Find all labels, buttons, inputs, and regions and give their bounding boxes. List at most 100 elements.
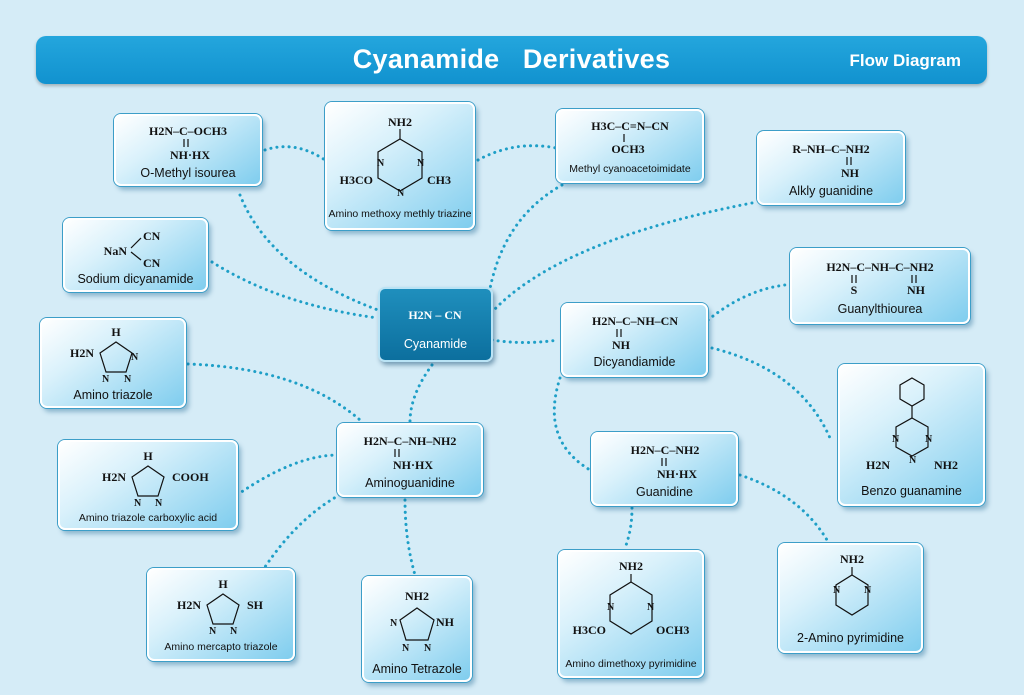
svg-text:NH·HX: NH·HX (170, 148, 210, 162)
svg-text:H2N–C–NH–C–NH2: H2N–C–NH–C–NH2 (826, 260, 933, 274)
structure-amino-pyrimidine: NH2 N N (833, 552, 872, 616)
svg-text:R–NH–C–NH2: R–NH–C–NH2 (792, 142, 869, 156)
svg-text:H2N–C–NH–NH2: H2N–C–NH–NH2 (364, 434, 457, 448)
label-dicyandiamide: Dicyandiamide (593, 355, 676, 369)
svg-text:H3CO: H3CO (573, 623, 606, 637)
svg-text:CH3: CH3 (427, 173, 451, 187)
node-cyanamide: H2N – CN Cyanamide (378, 287, 493, 362)
svg-text:CN: CN (143, 229, 161, 243)
node-amino-triazole-carboxylic-acid: H H2N COOH N N Amino triazole carboxylic… (58, 440, 238, 530)
label-imidate: Methyl cyanoacetoimidate (569, 163, 691, 175)
svg-text:NaN: NaN (104, 244, 128, 258)
svg-text:NH2: NH2 (840, 552, 864, 566)
label-guanidine: Guanidine (636, 485, 693, 499)
svg-text:N: N (102, 374, 110, 385)
connector-alkylguanidine-cyanamide (490, 201, 754, 314)
structure-dicyandiamide: H2N–C–NH–CN NH (592, 314, 678, 352)
label-triazine: Amino methoxy methly triazine (328, 208, 472, 220)
connector-aminoguanidine-carboxylic (235, 453, 340, 497)
svg-text:N: N (397, 188, 405, 199)
svg-text:H: H (218, 577, 228, 591)
svg-text:N: N (134, 498, 142, 509)
svg-text:H2N: H2N (177, 598, 201, 612)
svg-text:S: S (851, 283, 858, 297)
svg-text:H: H (111, 325, 121, 339)
svg-text:N: N (925, 434, 933, 445)
svg-text:NH2: NH2 (388, 115, 412, 129)
svg-text:N: N (417, 158, 425, 169)
structure-guanidine: H2N–C–NH2 NH·HX (631, 443, 700, 481)
node-benzo-guanamine: H2N NH2 N N N Benzo guanamine (838, 364, 985, 506)
svg-text:N: N (424, 643, 432, 654)
structure-benzo-guanamine: H2N NH2 N N N (866, 377, 958, 472)
svg-text:H2N: H2N (866, 458, 890, 472)
svg-text:N: N (607, 602, 615, 613)
node-sodium-dicyanamide: NaN CN CN Sodium dicyanamide (63, 218, 208, 292)
label-o-methyl-isourea: O-Methyl isourea (140, 166, 236, 180)
node-alkyl-guanidine: R–NH–C–NH2 NH Alkly guanidine (757, 131, 905, 205)
connector-aminoguanidine-mercapto (263, 490, 347, 569)
structure-mercapto: H H2N SH N N (177, 577, 264, 637)
label-alkyl-guanidine: Alkly guanidine (788, 184, 874, 198)
structure-carboxylic: H H2N COOH N N (102, 449, 209, 509)
label-amino-pyrimidine: 2-Amino pyrimidine (797, 631, 904, 645)
node-2-amino-pyrimidine: NH2 N N 2-Amino pyrimidine (778, 543, 923, 653)
svg-text:N: N (131, 352, 139, 363)
node-amino-methoxy-methyl-triazine: NH2 H3CO CH3 N N N Amino methoxy methly … (325, 102, 475, 230)
connector-dicyandiamide-guanidine (552, 376, 592, 472)
connector-dicyanamide-cyanamide (210, 260, 380, 320)
structure-tetrazole: NH2 NH N N N (390, 589, 455, 654)
svg-text:N: N (209, 626, 217, 637)
label-guanylthiourea: Guanylthiourea (837, 302, 923, 316)
connector-cyanamide-aminoguanidine (408, 363, 434, 424)
page-subtitle: Flow Diagram (849, 51, 961, 70)
svg-text:CN: CN (143, 256, 161, 270)
label-dimethoxy-pyrimidine: Amino dimethoxy pyrimidine (565, 658, 697, 670)
label-mercapto: Amino mercapto triazole (164, 641, 278, 653)
label-sodium-dicyanamide: Sodium dicyanamide (77, 272, 194, 286)
svg-text:NH: NH (907, 283, 926, 297)
node-amino-tetrazole: NH2 NH N N N Amino Tetrazole (362, 576, 472, 682)
connector-dicyandiamide-benzoguanamine (710, 346, 832, 440)
node-guanylthiourea: H2N–C–NH–C–NH2 S NH Guanylthiourea (790, 248, 970, 324)
connector-cyanamide-dicyandiamide (490, 338, 560, 344)
svg-text:N: N (864, 585, 872, 596)
svg-text:NH·HX: NH·HX (393, 458, 433, 472)
connector-aminoguanidine-tetrazole (403, 498, 417, 577)
node-o-methyl-isourea: H2N–C–OCH3 NH·HX O-Methyl isourea (114, 114, 262, 186)
connector-dicyandiamide-guanylthiourea (706, 283, 787, 322)
svg-text:NH: NH (841, 166, 860, 180)
structure-dicyanamide: NaN CN CN (104, 229, 161, 270)
svg-text:N: N (155, 498, 163, 509)
svg-text:H2N: H2N (70, 346, 94, 360)
svg-text:NH2: NH2 (405, 589, 429, 603)
title-banner: Cyanamide Derivatives Flow Diagram (36, 36, 987, 84)
svg-text:N: N (377, 158, 385, 169)
connector-guanidine-dimethoxy (623, 506, 634, 550)
node-dicyandiamide: H2N–C–NH–CN NH Dicyandiamide (561, 303, 708, 377)
svg-text:H2N–C–NH–CN: H2N–C–NH–CN (592, 314, 678, 328)
label-cyanamide: Cyanamide (403, 337, 468, 351)
svg-text:SH: SH (247, 598, 264, 612)
svg-text:COOH: COOH (172, 470, 209, 484)
svg-text:H2N–C–NH2: H2N–C–NH2 (631, 443, 700, 457)
structure-aminoguanidine: H2N–C–NH–NH2 NH·HX (364, 434, 457, 472)
svg-text:H3C–C=N–CN: H3C–C=N–CN (591, 119, 669, 133)
svg-text:H3CO: H3CO (340, 173, 373, 187)
label-amino-triazole: Amino triazole (73, 388, 153, 402)
structure-guanylthiourea: H2N–C–NH–C–NH2 S NH (826, 260, 933, 297)
structure-dimethoxy-pyrimidine: NH2 H3CO OCH3 N N (573, 559, 690, 637)
structure-amino-triazole: H H2N N N N (70, 325, 139, 385)
svg-text:OCH3: OCH3 (611, 142, 644, 156)
connector-imidate-cyanamide (486, 183, 564, 302)
page-title: Cyanamide Derivatives (352, 44, 671, 74)
svg-text:H2N: H2N (102, 470, 126, 484)
node-amino-dimethoxy-pyrimidine: NH2 H3CO OCH3 N N Amino dimethoxy pyrimi… (558, 550, 704, 678)
svg-text:NH: NH (612, 338, 631, 352)
structure-imidate: H3C–C=N–CN OCH3 (591, 119, 669, 156)
node-amino-mercapto-triazole: H H2N SH N N Amino mercapto triazole (147, 568, 295, 661)
svg-text:N: N (909, 455, 917, 466)
formula-cyanamide: H2N – CN (408, 308, 462, 322)
svg-text:N: N (230, 626, 238, 637)
structure-cyanamide: H2N – CN (408, 308, 462, 322)
